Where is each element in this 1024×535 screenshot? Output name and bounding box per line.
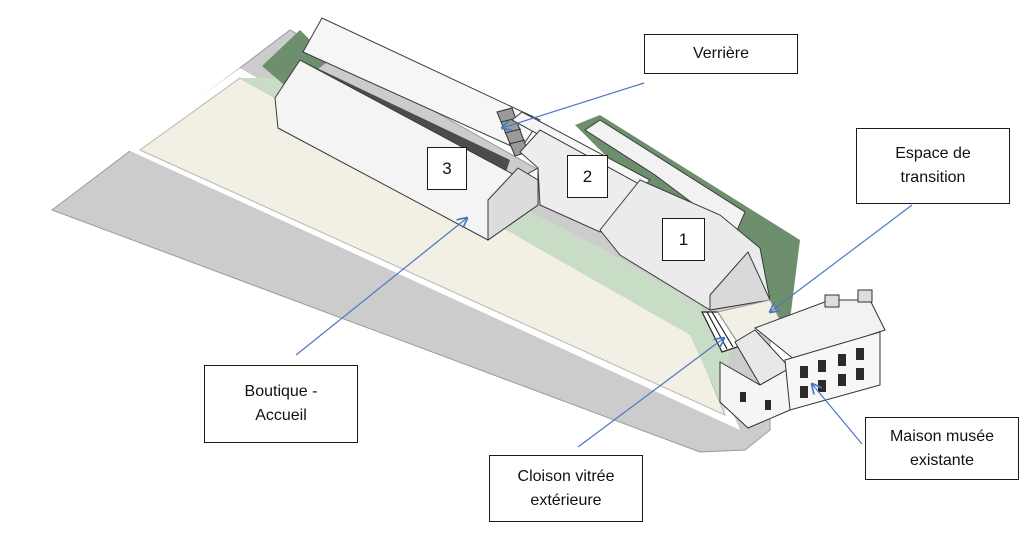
arrow-boutique-accueil	[295, 218, 467, 356]
callout-espace-transition: Espace de transition	[856, 128, 1010, 204]
building-3-roof-long	[302, 17, 541, 151]
building-number-3: 3	[427, 147, 467, 190]
building-1-roof	[584, 119, 746, 236]
callout-cloison-vitree: Cloison vitrée extérieure	[489, 455, 643, 522]
arrow-verriere	[502, 82, 645, 128]
building-number-2: 2	[567, 155, 608, 198]
house-main-roof	[753, 299, 886, 361]
arrow-cloison-vitree	[577, 338, 724, 448]
arrow-espace-transition	[770, 204, 913, 312]
callout-maison-musee: Maison musée existante	[865, 417, 1019, 480]
building-1-gable	[709, 251, 771, 311]
callout-verriere: Verrière	[644, 34, 798, 74]
callout-boutique-accueil: Boutique - Accueil	[204, 365, 358, 443]
building-number-1: 1	[662, 218, 705, 261]
building-3-gable	[487, 167, 539, 241]
arrow-maison-musee	[812, 384, 863, 445]
